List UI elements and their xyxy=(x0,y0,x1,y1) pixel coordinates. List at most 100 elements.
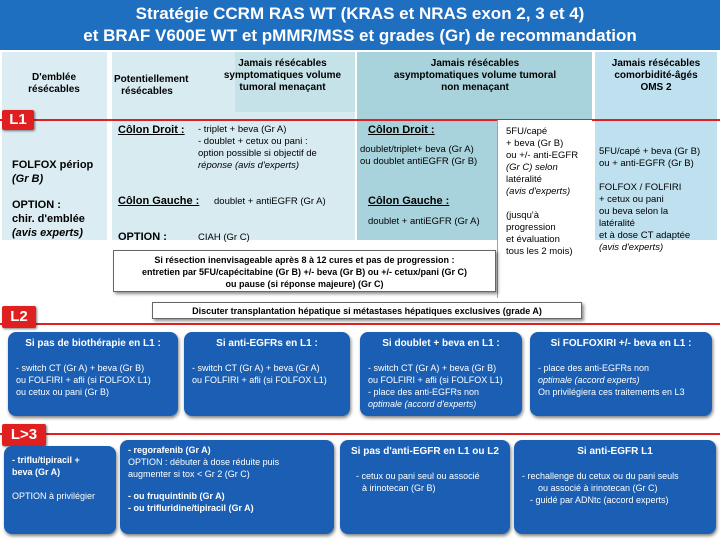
maintenance-line3: ou pause (si réponse majeure) (Gr C) xyxy=(225,279,384,289)
l1-c4b-line10: tous les 2 mois) xyxy=(506,246,573,257)
l1-c4b-line8: progression xyxy=(506,222,556,233)
title-line-2: et BRAF V600E WT et pMMR/MSS et grades (… xyxy=(83,26,637,45)
l2-box-4: Si FOLFOXIRI +/- beva en L1 : - place de… xyxy=(530,332,712,416)
l2-box-2: Si anti-EGFRs en L1 : - switch CT (Gr A)… xyxy=(184,332,350,416)
l3-box-3-line2: à irinotecan (Gr B) xyxy=(362,483,436,493)
l3-box-4-line2: ou associé à irinotecan (Gr C) xyxy=(538,483,658,493)
l2-box-1-line1: - switch CT (Gr A) + beva (Gr B) xyxy=(16,363,145,373)
l3-box-4-title: Si anti-EGFR L1 xyxy=(577,446,653,457)
header-col-4: Jamais résécables asymptomatiques volume… xyxy=(393,58,557,93)
colon-gauche-label-2: Côlon Gauche : xyxy=(368,195,450,207)
l1-c5-text: 5FU/capé + beva (Gr B) ou + anti-EGFR (G… xyxy=(599,146,717,254)
l1-c4b-line5: latéralité xyxy=(506,174,542,185)
l1-c5-line3: FOLFOX / FOLFIRI xyxy=(599,182,682,193)
l2-box-3-line4: optimale (accord d'experts) xyxy=(368,399,477,409)
l3-box-1-line1: - triflu/tipiracil + xyxy=(12,455,80,465)
l2-box-4-line3: On privilégiera ces traitements en L3 xyxy=(538,387,685,397)
l2-box-3-title: Si doublet + beva en L1 : xyxy=(382,338,500,349)
l3-box-2-line1: - regorafenib (Gr A) xyxy=(128,445,211,455)
l3-divider xyxy=(0,433,720,435)
l2-box-1-line3: ou cetux ou pani (Gr B) xyxy=(16,387,110,397)
l1-c4b-line9: et évaluation xyxy=(506,234,560,245)
l2-tag: L2 xyxy=(2,306,36,328)
l1-col1-line2: (Gr B) xyxy=(12,173,44,185)
option-label: OPTION : xyxy=(118,231,167,243)
l3-box-4-line3: - guidé par ADNtc (accord experts) xyxy=(530,495,669,505)
l1-c4-droit-line1: doublet/triplet+ beva (Gr A) xyxy=(360,144,474,155)
l1-c4b-line4: (Gr C) selon xyxy=(506,162,558,173)
l1-gauche-text: doublet + antiEGFR (Gr A) xyxy=(214,196,326,207)
l2-box-3: Si doublet + beva en L1 : - switch CT (G… xyxy=(360,332,522,416)
l1-c5-line5: ou beva selon la xyxy=(599,206,669,217)
l1-col1-line5: (avis experts) xyxy=(12,227,83,239)
l3-tag: L>3 xyxy=(2,424,46,446)
l1-c4b-line6: (avis d'experts) xyxy=(506,186,571,197)
l1-c5-line6: latéralité xyxy=(599,218,635,229)
l1-col1-text: FOLFOX périop (Gr B) OPTION : chir. d'em… xyxy=(12,158,107,240)
l1-tag: L1 xyxy=(2,110,34,130)
l1-c4b-line7: (jusqu'à xyxy=(506,210,539,221)
l3-box-3-title: Si pas d'anti-EGFR en L1 ou L2 xyxy=(351,446,499,457)
l1-divider xyxy=(0,119,720,121)
l2-divider xyxy=(0,323,720,325)
l2-box-3-line2: ou FOLFIRI + afli (si FOLFOX L1) xyxy=(368,375,503,385)
l1-c4b-line3: ou +/- anti-EGFR xyxy=(506,150,579,161)
colon-droit-label-2: Côlon Droit : xyxy=(368,124,435,136)
l3-box-4: Si anti-EGFR L1 - rechallenge du cetux o… xyxy=(514,440,716,534)
l3-box-4-line1: - rechallenge du cetux ou du pani seuls xyxy=(522,471,679,481)
l2-box-4-line1: - place des anti-EGFRs non xyxy=(538,363,650,373)
l3-box-1-line2: beva (Gr A) xyxy=(12,467,61,477)
l1-c5-line2: ou + anti-EGFR (Gr B) xyxy=(599,158,694,169)
column-bg-4 xyxy=(595,52,717,240)
l1-c4b-line1: 5FU/capé xyxy=(506,126,548,137)
l1-c4-droit-line2: ou doublet antiEGFR (Gr B) xyxy=(360,156,478,167)
l3-box-2-line3: augmenter si tox < Gr 2 (Gr C) xyxy=(128,469,250,479)
title-line-1: Stratégie CCRM RAS WT (KRAS et NRAS exon… xyxy=(135,4,585,23)
l1-col1-line4: chir. d'emblée xyxy=(12,213,85,225)
l2-box-2-line1: - switch CT (Gr A) + beva (Gr A) xyxy=(192,363,320,373)
l3-box-2: - regorafenib (Gr A) OPTION : débuter à … xyxy=(120,440,334,534)
transplant-box: Discuter transplantation hépatique si mé… xyxy=(152,302,582,319)
l1-c5-line8: (avis d'experts) xyxy=(599,242,664,253)
l3-box-2-line6: - ou trifluridine/tipiracil (Gr A) xyxy=(128,503,254,513)
l2-box-1-line2: ou FOLFIRI + afli (si FOLFOX L1) xyxy=(16,375,151,385)
l1-c4-droit-text: doublet/triplet+ beva (Gr A) ou doublet … xyxy=(360,144,495,168)
column-bg-1 xyxy=(2,52,107,240)
l3-box-1-line4: OPTION à privilégier xyxy=(12,491,96,501)
l1-c4b-panel: 5FU/capé + beva (Gr B) ou +/- anti-EGFR … xyxy=(497,120,592,298)
l2-box-3-line1: - switch CT (Gr A) + beva (Gr B) xyxy=(368,363,497,373)
header-col-1: D'emblée résécables xyxy=(28,72,80,95)
l1-droit-text: - triplet + beva (Gr A) - doublet + cetu… xyxy=(198,124,353,172)
l1-c4b-line2: + beva (Gr B) xyxy=(506,138,564,149)
title-banner: Stratégie CCRM RAS WT (KRAS et NRAS exon… xyxy=(0,0,720,50)
l2-box-2-line2: ou FOLFIRI + afli (si FOLFOX L1) xyxy=(192,375,327,385)
l1-col1-line1: FOLFOX périop xyxy=(12,159,94,171)
colon-gauche-label: Côlon Gauche : xyxy=(118,195,200,207)
l1-droit-line1: - triplet + beva (Gr A) xyxy=(198,124,287,135)
l1-droit-line4: réponse (avis d'experts) xyxy=(198,160,300,171)
l3-box-3-line1: - cetux ou pani seul ou associé xyxy=(356,471,480,481)
header-col-3: Jamais résécables symptomatiques volume … xyxy=(223,58,342,93)
header-col-2: Potentiellement résécables xyxy=(114,74,189,97)
l2-box-1-title: Si pas de biothérapie en L1 : xyxy=(25,338,161,349)
l1-droit-line2: - doublet + cetux ou pani : xyxy=(198,136,308,147)
l2-box-4-title: Si FOLFOXIRI +/- beva en L1 : xyxy=(550,338,692,349)
colon-droit-label: Côlon Droit : xyxy=(118,124,185,136)
l2-box-3-line3: - place des anti-EGFRs non xyxy=(368,387,480,397)
l1-c5-line4: + cetux ou pani xyxy=(599,194,664,205)
column-bg-2b xyxy=(235,52,355,112)
l2-box-2-title: Si anti-EGFRs en L1 : xyxy=(216,338,318,349)
header-col-5: Jamais résécables comorbidité-âgés OMS 2 xyxy=(611,58,701,93)
l1-c5-line1: 5FU/capé + beva (Gr B) xyxy=(599,146,701,157)
l1-droit-line3: option possible si objectif de xyxy=(198,148,317,159)
l3-box-2-line5: - ou fruquintinib (Gr A) xyxy=(128,491,225,501)
maintenance-line1: Si résection inenvisageable après 8 à 12… xyxy=(154,255,455,265)
l1-c5-line7: et à dose CT adaptée xyxy=(599,230,691,241)
maintenance-box: Si résection inenvisageable après 8 à 12… xyxy=(113,250,496,292)
l2-box-1: Si pas de biothérapie en L1 : - switch C… xyxy=(8,332,178,416)
l1-col1-line3: OPTION : xyxy=(12,199,61,211)
l3-box-3: Si pas d'anti-EGFR en L1 ou L2 - cetux o… xyxy=(340,440,510,534)
l2-box-4-line2: optimale (accord experts) xyxy=(538,375,640,385)
l3-box-1: - triflu/tipiracil + beva (Gr A) OPTION … xyxy=(4,446,116,534)
l1-option-text: CIAH (Gr C) xyxy=(198,232,250,243)
